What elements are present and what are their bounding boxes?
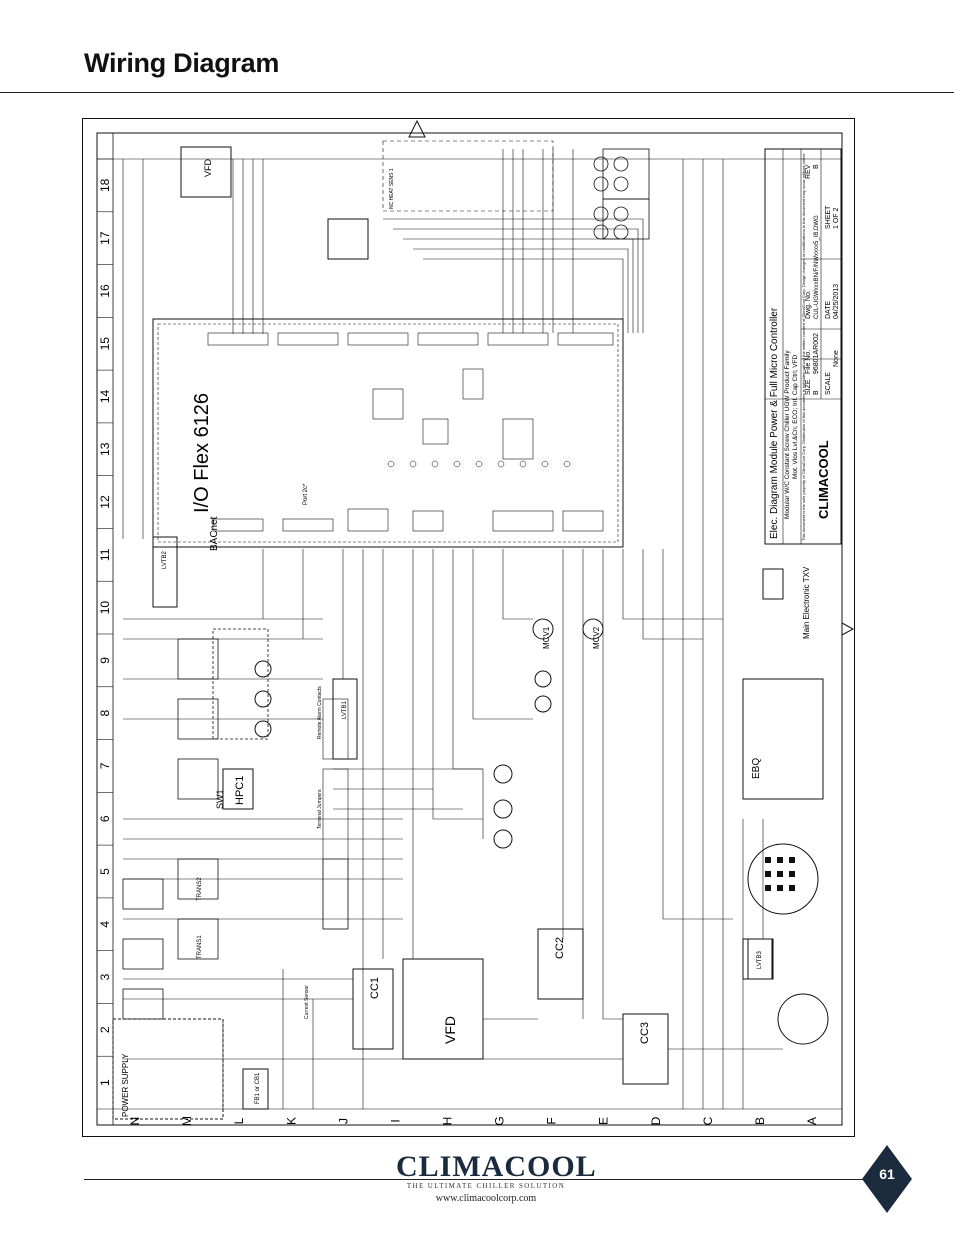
nc-top-note: NC HEAT SENS 1 [389,168,395,209]
column-number: 1 [98,1079,112,1086]
row-letter: A [805,1117,819,1125]
top-marker-icon [408,119,426,138]
remote-alarm-label: Remote Alarm Contacts [317,686,323,739]
title-block-subtitle-2: Mot. Vlos Lvl.&Cn; ECO; Inf. Cap Ctrl; V… [792,354,799,479]
controller-port: Port 2c* [303,483,309,505]
title-block-disclaimer: This document is the sole property of Cl… [801,153,806,541]
row-letter: J [336,1118,350,1124]
size-label: SIZE [805,379,812,395]
cc1-label: CC1 [369,977,381,999]
controller-name: I/O Flex 6126 [191,393,213,513]
sheet-value: 1 OF 2 [833,207,840,229]
title-block-title: Elec. Diagram Module Power & Full Micro … [769,307,780,539]
row-letter: I [388,1119,402,1122]
page-number-badge [862,1145,912,1213]
sheet-label: SHEET [825,205,832,229]
column-number: 7 [98,762,112,769]
mcv2-label: MCV2 [592,626,601,649]
column-number: 12 [98,495,112,509]
column-number: 8 [98,710,112,717]
page-number: 61 [879,1166,895,1182]
size-value: B [813,390,820,395]
dwg-label: Dwg. No. [805,290,812,319]
row-letter: N [128,1117,142,1126]
power-supply-label: POWER SUPPLY [121,1053,130,1117]
column-number: 18 [98,178,112,192]
row-letter: B [753,1117,767,1125]
right-marker-icon [841,622,855,636]
row-letter: K [284,1117,298,1125]
column-number: 13 [98,442,112,456]
hpc1-label: HPC1 [234,776,246,805]
file-value: 96801AR002 [813,333,820,374]
controller-protocol: BACnet [209,516,220,551]
sw1-label: SW1 [215,789,225,809]
title-rule [0,92,954,93]
date-value: 04/25/2013 [833,284,840,319]
column-number: 6 [98,815,112,822]
column-number: 15 [98,337,112,351]
row-letter: L [232,1117,246,1124]
mcv1-label: MCV1 [542,626,551,649]
row-letter: G [493,1116,507,1125]
scale-label: SCALE [825,372,832,395]
ebq-label: EBQ [751,758,762,779]
column-number: 10 [98,601,112,615]
terminal-jumpers-label: Terminal Jumpers [317,789,323,829]
vfd-lower-label: VFD [442,1016,458,1044]
lvtb1-label: LVTB1 [342,700,348,719]
footer-url[interactable]: www.climacoolcorp.com [435,1193,537,1204]
scale-value: None [833,350,840,367]
row-letter: C [701,1116,715,1125]
rev-label: REV [805,164,812,179]
title-block-brand: CLIMACOOL [816,440,831,519]
column-number: 11 [98,548,112,561]
trans2-label: TRANS2 [197,877,203,901]
column-number: 17 [98,231,112,245]
rev-value: B [813,164,820,169]
cc3-label: CC3 [639,1022,651,1044]
row-letter: M [180,1116,194,1126]
column-number: 4 [98,921,112,928]
logo-word: CLIMACOOL [396,1150,597,1183]
txv-label: Main Electronic TXV [802,566,811,639]
fb1-label: FB1 or CB1 [255,1072,261,1104]
file-label: File No. [805,350,812,374]
vfd-top-label: VFD [203,158,213,177]
row-letter: E [597,1117,611,1125]
current-sensor-label: Current Sensor [304,985,310,1019]
column-number: 16 [98,284,112,298]
column-number: 14 [98,390,112,404]
lvtb3-label: LVTB3 [757,950,763,969]
date-label: DATE [825,301,832,319]
controller-board [152,318,624,548]
dwg-value: CUL-UGWxxxBN/F/NWxxxx5_IB.DWG [814,215,820,319]
cc2-label: CC2 [554,937,566,959]
lvtb2-label: LVTB2 [162,550,168,569]
column-number: 9 [98,657,112,664]
column-number: 3 [98,973,112,980]
row-letter: H [440,1117,454,1126]
column-number: 5 [98,868,112,875]
title-block-subtitle-1: Modular W/C Constant Screw Chiller UGW P… [784,350,791,519]
row-letter: F [545,1117,559,1124]
page-title: Wiring Diagram [84,48,280,78]
row-letter: D [649,1116,663,1125]
footer-rule [84,1179,874,1180]
column-number: 2 [98,1026,112,1033]
logo-tagline: THE ULTIMATE CHILLER SOLUTION [406,1182,566,1190]
trans1-label: TRANS1 [197,935,203,959]
footer-logo: CLIMACOOL THE ULTIMATE CHILLER SOLUTION [396,1150,597,1190]
